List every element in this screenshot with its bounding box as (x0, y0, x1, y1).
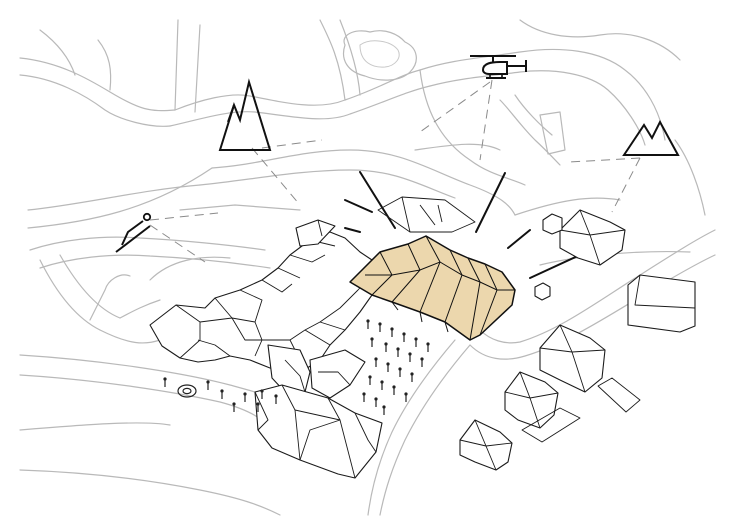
pavilion-roof (377, 196, 476, 233)
view-line (507, 229, 531, 249)
trees (163, 319, 430, 415)
sight-lines (149, 79, 641, 263)
view-line (344, 199, 373, 213)
helicopter-icon (470, 55, 527, 79)
ski-jump-icon (115, 212, 152, 253)
helipad-marker (177, 384, 197, 398)
road-network (19, 19, 716, 516)
view-line (475, 172, 506, 233)
mountain-icon (622, 119, 680, 156)
highlighted-new-building (349, 235, 516, 341)
neighbor-buildings (459, 209, 696, 471)
main-building-complex (149, 219, 386, 479)
view-line (359, 171, 396, 229)
mountain-icon (218, 78, 272, 151)
tree (164, 322, 429, 415)
view-line (344, 227, 361, 233)
